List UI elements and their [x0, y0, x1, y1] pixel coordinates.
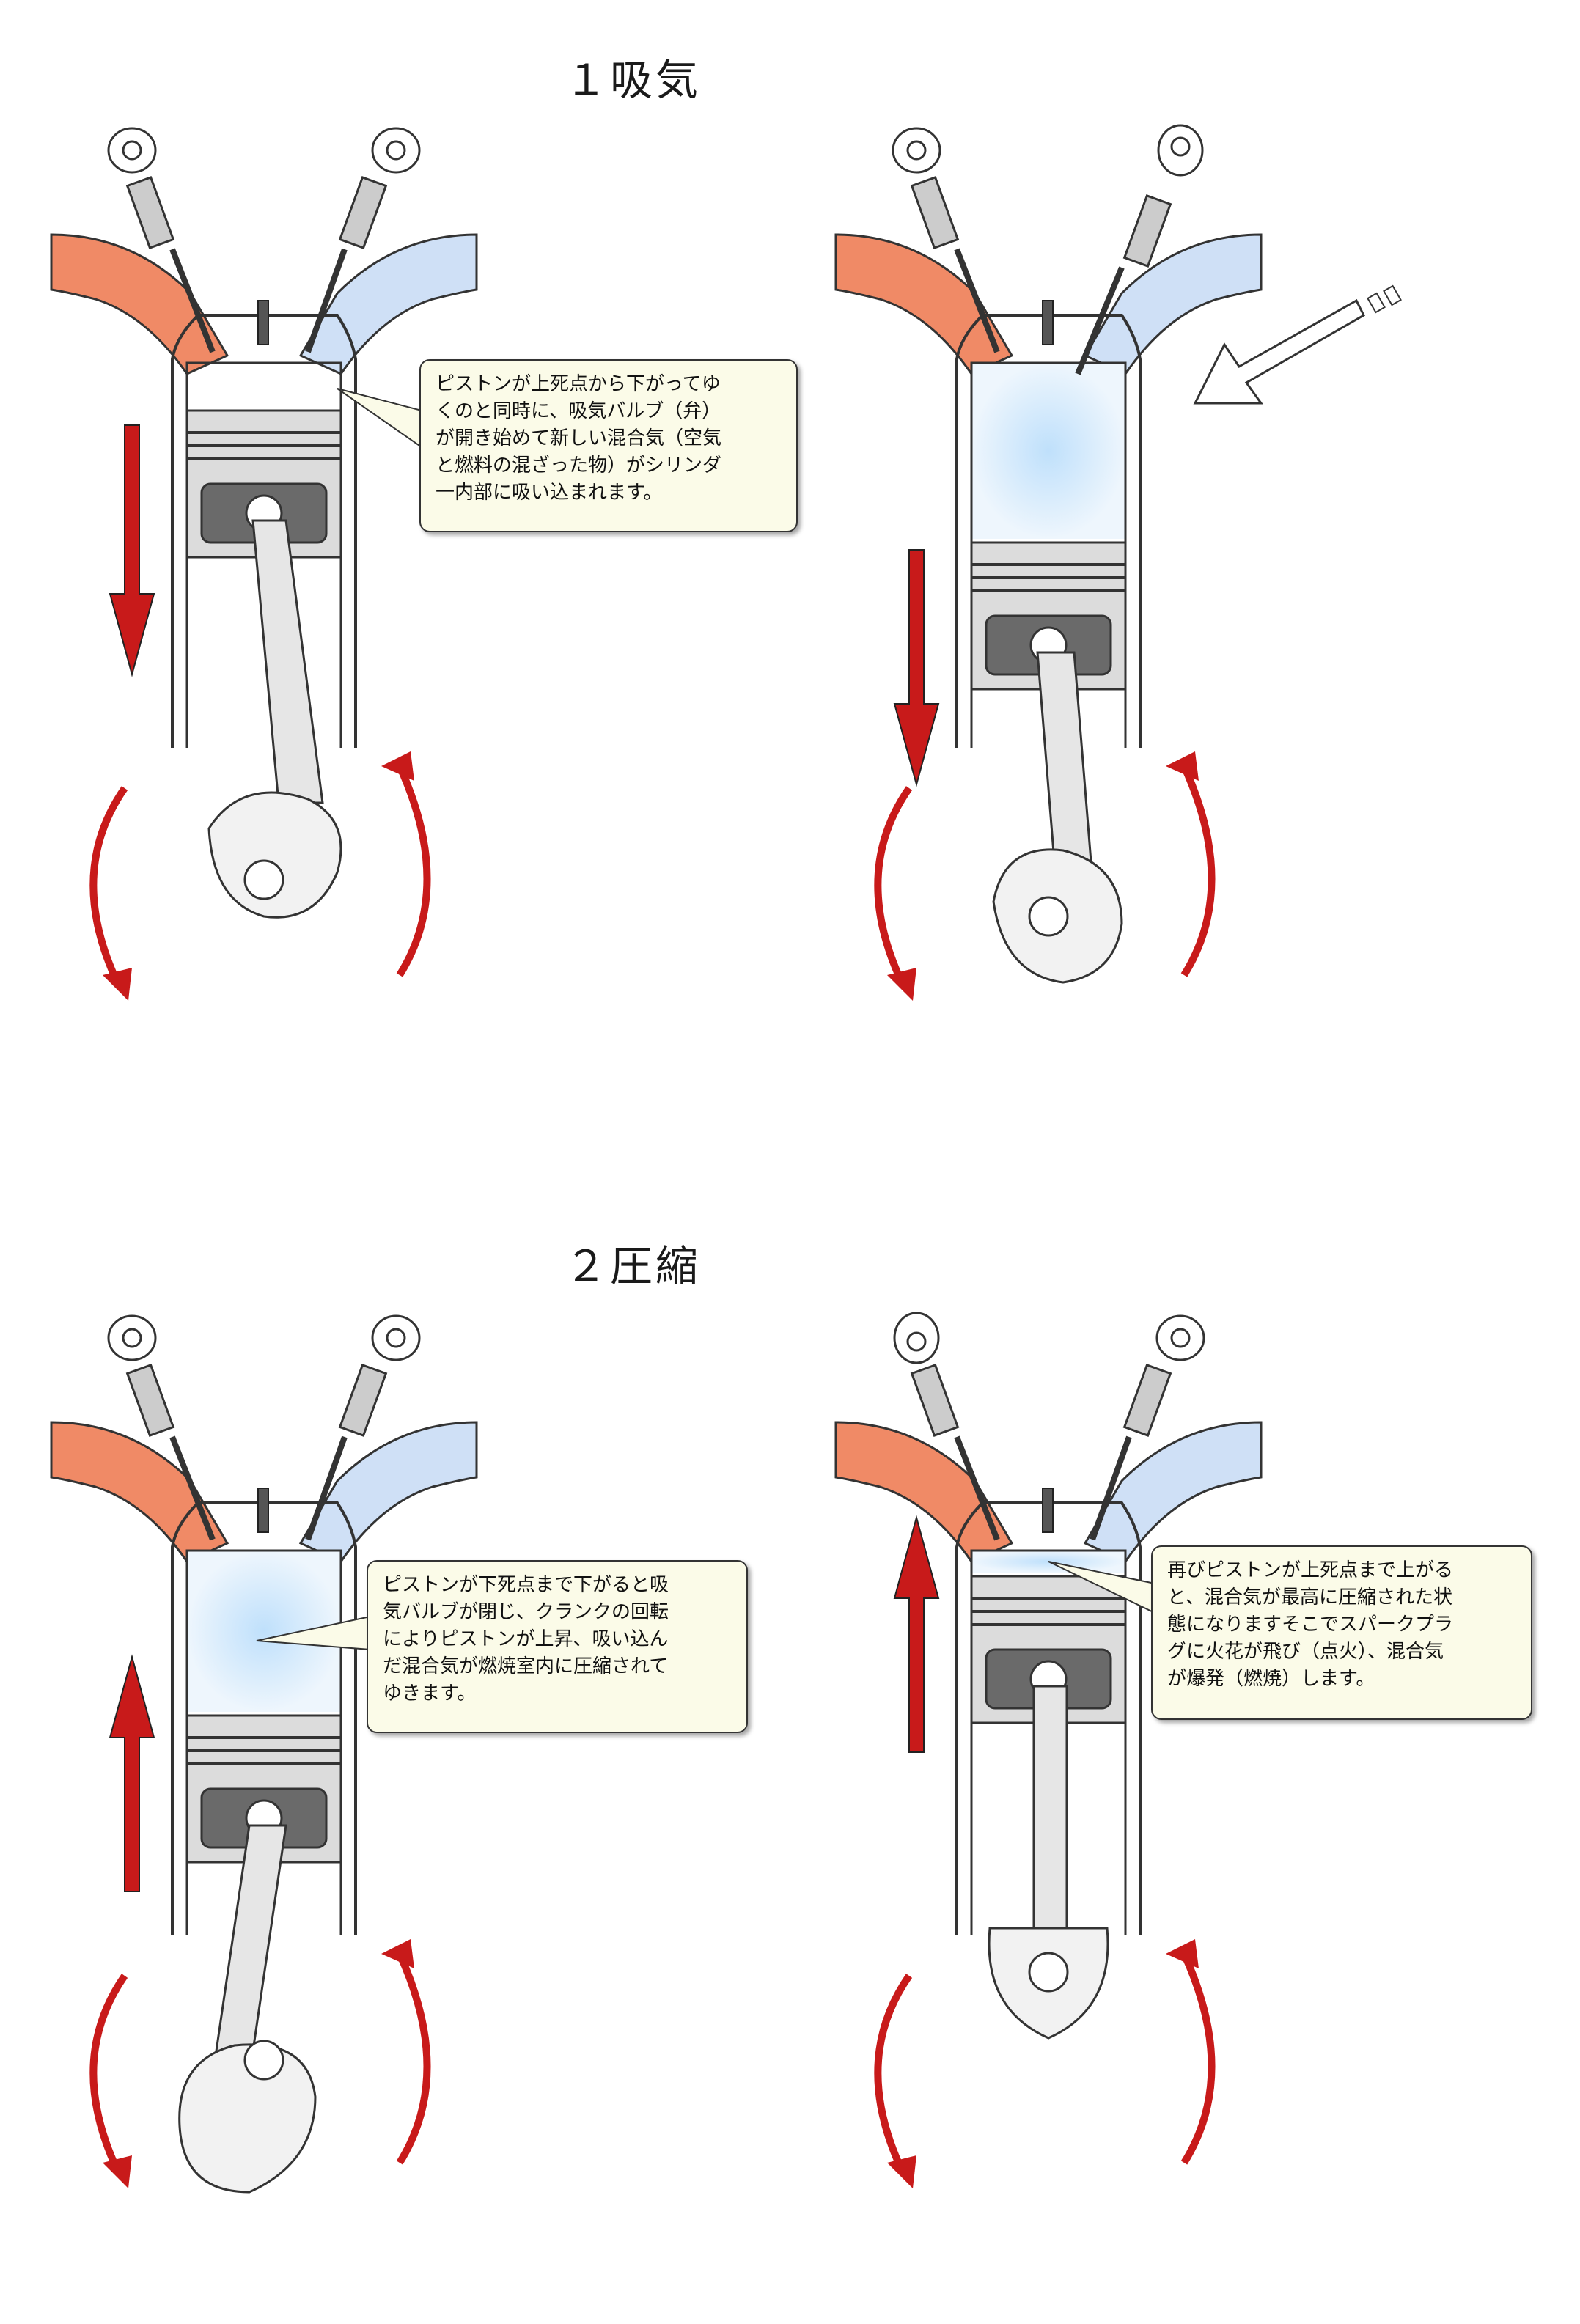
piston-direction-arrow: [109, 424, 155, 677]
section-title-compression: ２圧縮: [565, 1241, 702, 1291]
engine-diagram-compression-end: [834, 1312, 1263, 2188]
callout-intake-text: ピストンが上死点から下がってゆ くのと同時に、吸気バルブ（弁） が開き始めて新し…: [436, 373, 722, 504]
hollow-intake-arrow: [1193, 298, 1365, 405]
engine-diagram-intake-end: [834, 124, 1402, 1001]
callout-ignition-text: 再びピストンが上死点まで上がる と、混合気が最高に圧縮された状 態になりますそこ…: [1167, 1559, 1454, 1690]
callout-compression: ピストンが下死点まで下がると吸 気バルブが閉じ、クランクの回転 によりピストンが…: [367, 1560, 748, 1733]
engine-diagram-intake-start: [50, 127, 478, 1001]
callout-intake: ピストンが上死点から下がってゆ くのと同時に、吸気バルブ（弁） が開き始めて新し…: [419, 359, 798, 532]
section-title-intake: １吸気: [565, 55, 702, 105]
cam-lobe-icon: [107, 127, 157, 174]
spark-plug-icon: [257, 300, 269, 345]
callout-ignition: 再びピストンが上死点まで上がる と、混合気が最高に圧縮された状 態になりますそこ…: [1151, 1545, 1532, 1720]
callout-compression-text: ピストンが下死点まで下がると吸 気バルブが閉じ、クランクの回転 によりピストンが…: [383, 1574, 669, 1705]
engine-diagram-compression-start: [50, 1314, 478, 2194]
